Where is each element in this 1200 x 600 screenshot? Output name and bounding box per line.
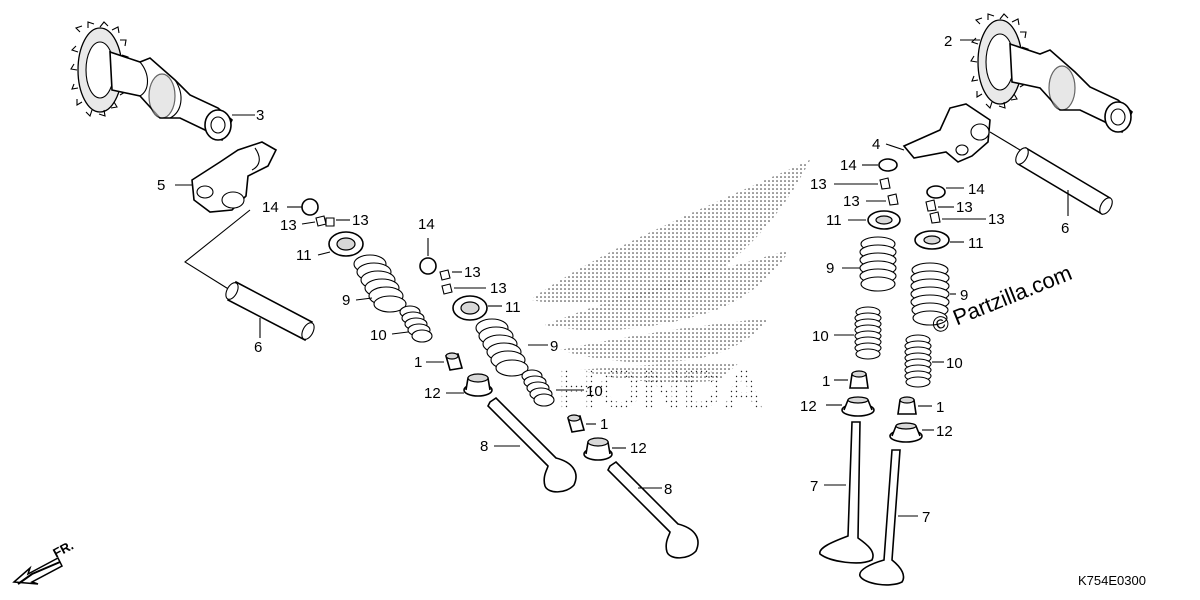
outer-spring-9-a — [353, 254, 407, 313]
callout-13d: 13 — [490, 280, 507, 297]
inner-spring-10-a — [399, 305, 433, 343]
callout-13h: 13 — [988, 211, 1005, 228]
stem-seal-1-d — [897, 396, 917, 415]
callout-12c: 12 — [800, 398, 817, 415]
honda-wing-logo: HONDA — [530, 160, 810, 420]
retainer-11-a — [328, 231, 364, 257]
cotter-13-b — [439, 269, 453, 295]
callout-12a: 12 — [424, 385, 441, 402]
left-camshaft — [70, 21, 233, 142]
shim-14-d — [926, 185, 946, 199]
callout-4: 4 — [872, 136, 880, 153]
callout-14c: 14 — [840, 157, 857, 174]
cotter-13-c — [879, 177, 899, 206]
partzilla-watermark: © Partzilla.com — [929, 260, 1076, 339]
right-cam-sprocket — [970, 13, 1029, 110]
callout-1c: 1 — [822, 373, 830, 390]
retainer-11-d — [914, 230, 950, 250]
callout-13e: 13 — [810, 176, 827, 193]
callout-13f: 13 — [843, 193, 860, 210]
callout-7a: 7 — [810, 478, 818, 495]
stem-seal-1-c — [849, 370, 869, 389]
front-indicator-label: FR. — [50, 538, 76, 561]
callout-14d: 14 — [968, 181, 985, 198]
cotter-13-a — [315, 215, 335, 227]
callout-1a: 1 — [414, 354, 422, 371]
callout-10a: 10 — [370, 327, 387, 344]
valve-8-a — [487, 396, 577, 493]
right-rocker-shaft-6 — [1015, 146, 1113, 216]
callout-9d: 9 — [960, 287, 968, 304]
spring-seat-12-b — [583, 437, 613, 461]
inner-spring-10-d — [904, 334, 932, 388]
callout-13a: 13 — [280, 217, 297, 234]
right-camshaft — [970, 13, 1133, 134]
callout-1b: 1 — [600, 416, 608, 433]
callout-13c: 13 — [464, 264, 481, 281]
shim-14-c — [878, 158, 898, 172]
callout-10b: 10 — [586, 383, 603, 400]
callout-11a: 11 — [296, 247, 312, 264]
outer-spring-9-c — [859, 236, 897, 292]
callout-8a: 8 — [480, 438, 488, 455]
callout-10d: 10 — [946, 355, 963, 372]
spring-seat-12-a — [463, 373, 493, 397]
callout-12b: 12 — [630, 440, 647, 457]
left-rocker-shaft-6 — [225, 280, 315, 342]
honda-logo-text: HONDA — [558, 357, 763, 420]
callout-12d: 12 — [936, 423, 953, 440]
callout-6-left: 6 — [254, 339, 262, 356]
callout-6-right: 6 — [1061, 220, 1069, 237]
valve-8-b — [607, 460, 699, 559]
retainer-11-c — [867, 210, 901, 230]
callout-14a: 14 — [262, 199, 279, 216]
stem-seal-1-a — [444, 352, 464, 371]
spring-seat-12-c — [841, 396, 875, 417]
assembly-leader — [184, 209, 251, 291]
inner-spring-10-c — [854, 306, 882, 360]
callout-14b: 14 — [418, 216, 435, 233]
callout-9a: 9 — [342, 292, 350, 309]
callout-13g: 13 — [956, 199, 973, 216]
callout-7b: 7 — [922, 509, 930, 526]
spring-seat-12-d — [889, 422, 923, 443]
callout-3: 3 — [256, 107, 264, 124]
valve-7-a — [819, 421, 874, 564]
outer-spring-9-b — [475, 318, 529, 377]
valve-7-b — [859, 449, 905, 586]
callout-2: 2 — [944, 33, 952, 50]
retainer-11-b — [452, 295, 488, 321]
left-rocker-arm — [191, 141, 278, 213]
right-rocker-arm — [902, 103, 991, 163]
callout-5: 5 — [157, 177, 165, 194]
callout-11c: 11 — [826, 212, 842, 229]
inner-spring-10-b — [521, 369, 555, 407]
callout-13b: 13 — [352, 212, 369, 229]
callout-8b: 8 — [664, 481, 672, 498]
callout-9b: 9 — [550, 338, 558, 355]
front-direction-arrow: FR. — [12, 538, 76, 585]
stem-seal-1-b — [566, 414, 586, 433]
callout-10c: 10 — [812, 328, 829, 345]
callout-1d: 1 — [936, 399, 944, 416]
callout-11b: 11 — [505, 299, 521, 316]
shim-14-b — [419, 257, 437, 275]
shim-14-a — [301, 198, 319, 216]
callout-11d: 11 — [968, 235, 984, 252]
cotter-13-d — [925, 199, 941, 224]
reference-code: K754E0300 — [1078, 573, 1146, 588]
outer-spring-9-d — [910, 262, 950, 326]
callout-9c: 9 — [826, 260, 834, 277]
